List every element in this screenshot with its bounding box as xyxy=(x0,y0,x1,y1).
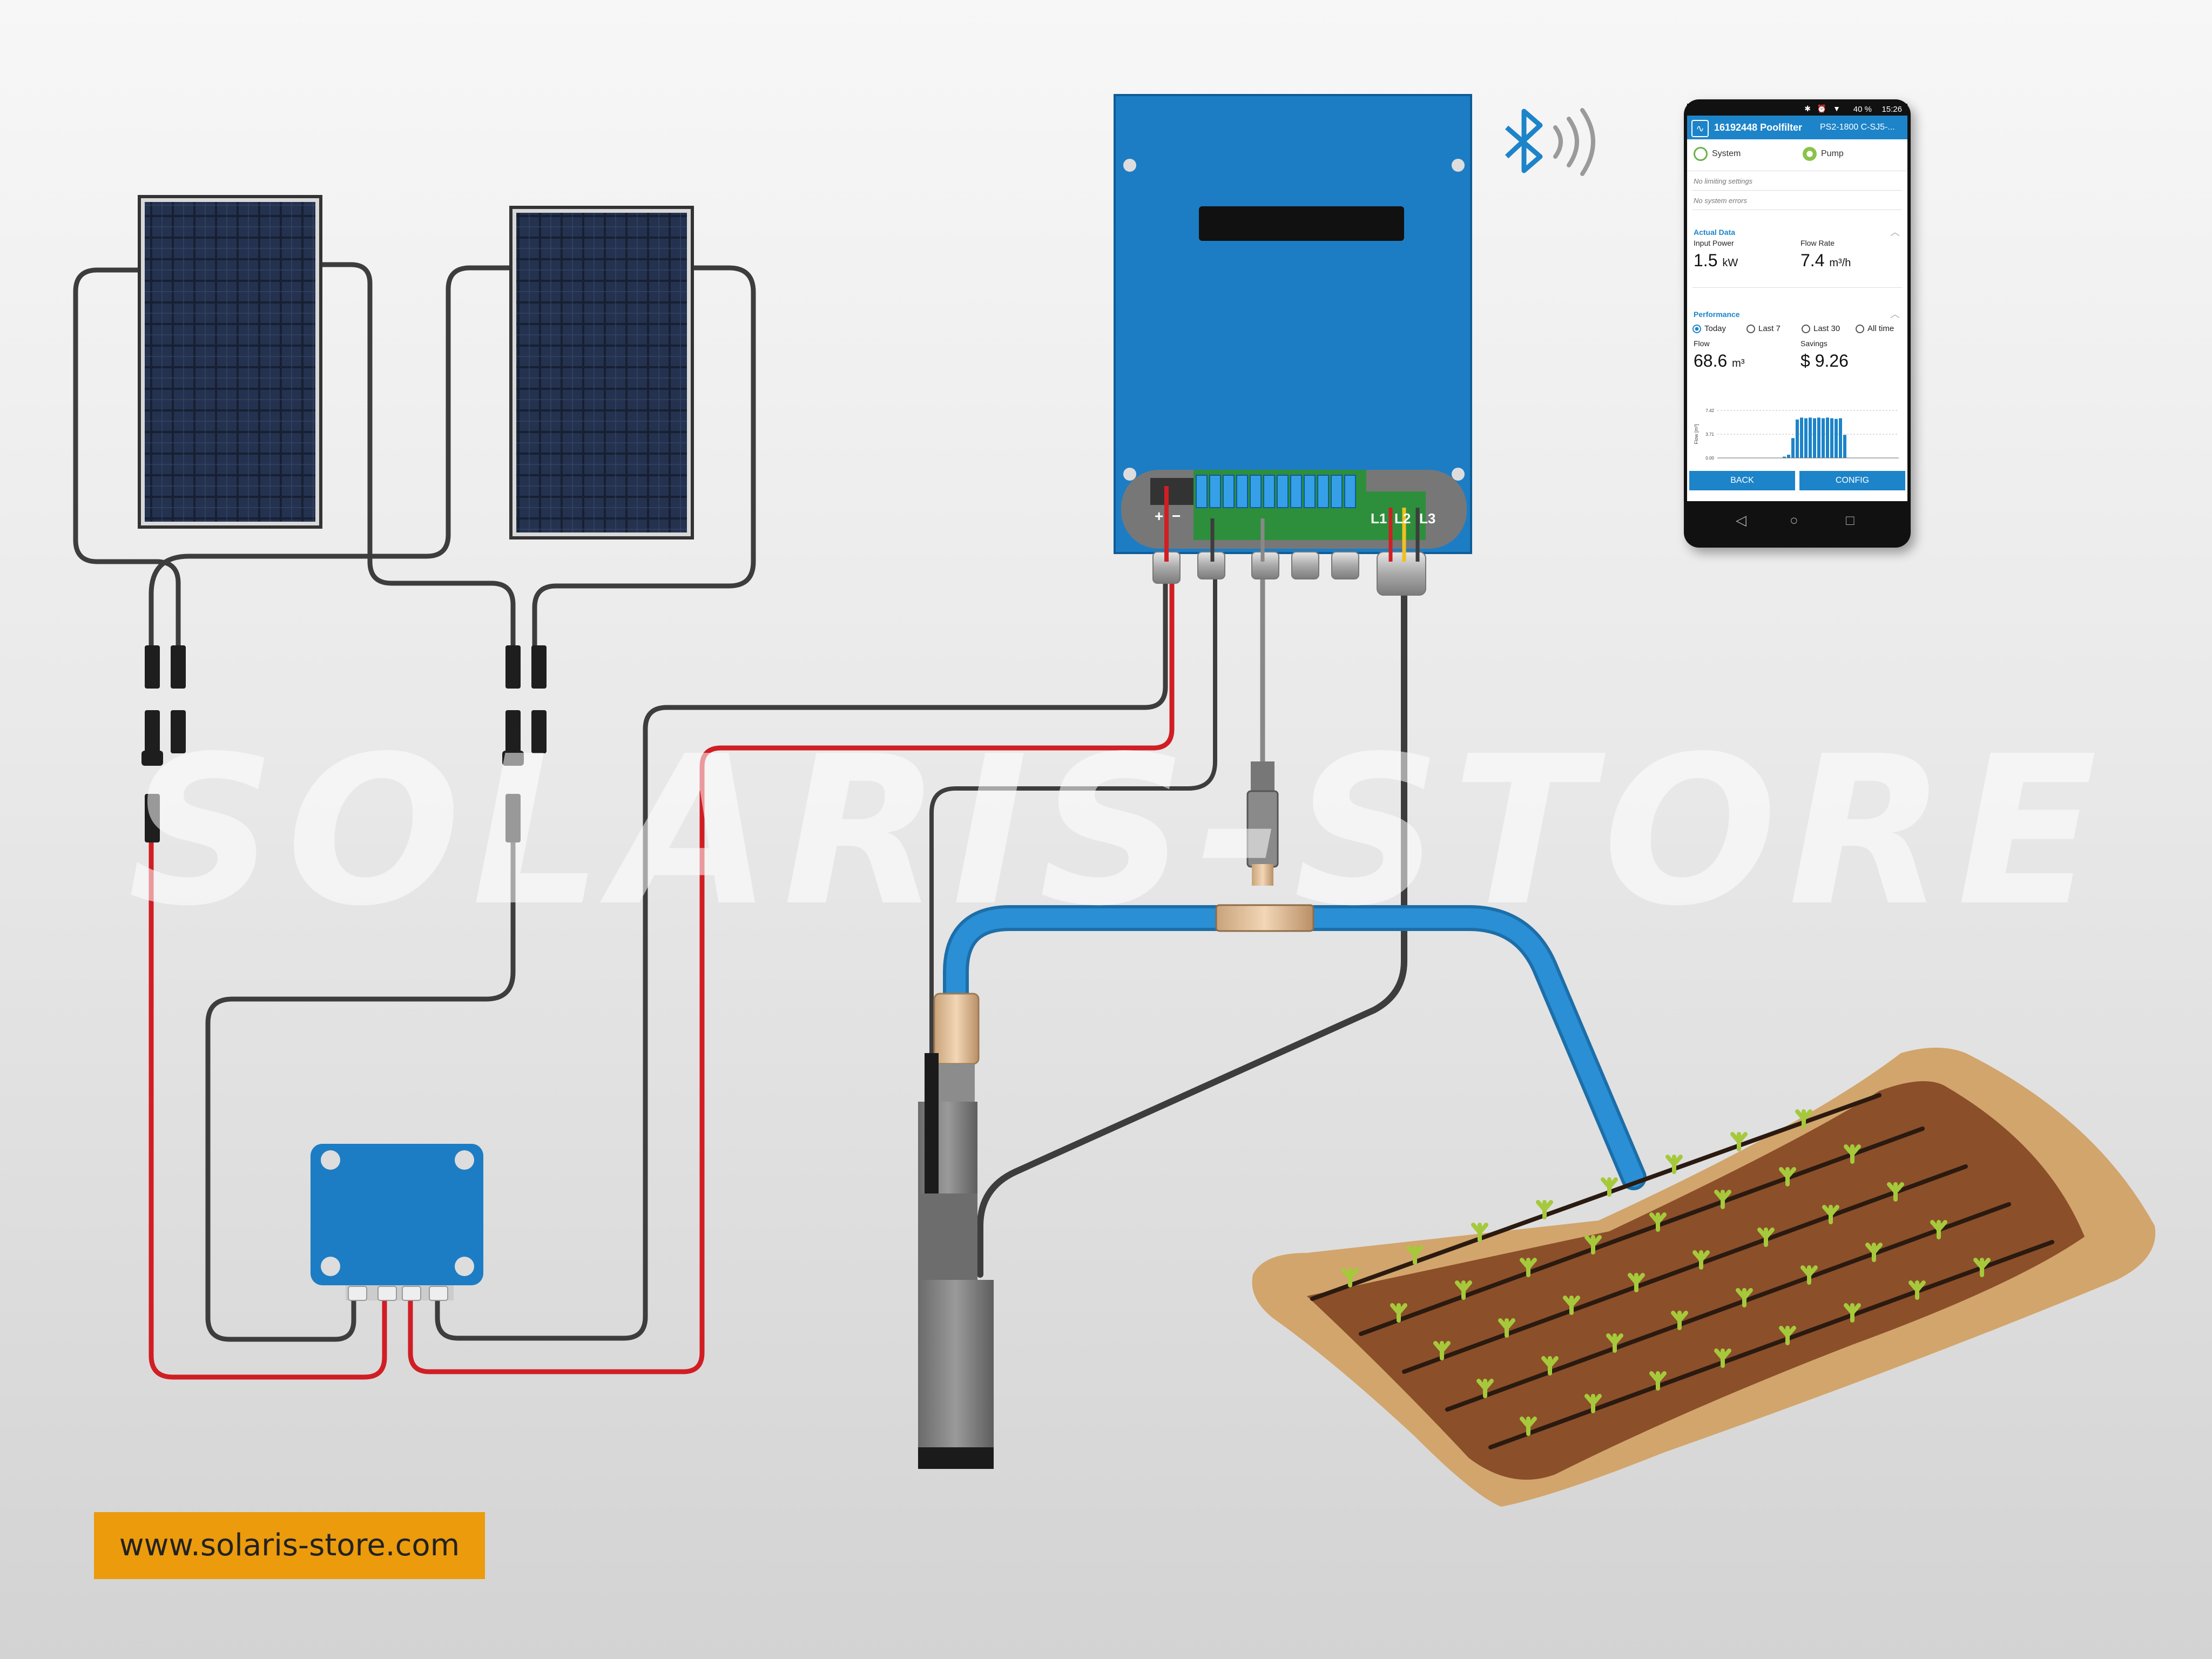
flow-rate-value: 7.4 m³/h xyxy=(1800,251,1851,270)
y-tick-label: 7.42 xyxy=(1705,408,1714,413)
solar-panel-2 xyxy=(509,206,694,539)
bar xyxy=(1787,455,1790,458)
config-button[interactable]: CONFIG xyxy=(1799,471,1905,490)
status-time: 15:26 xyxy=(1881,105,1902,114)
collapse-icon[interactable]: ︿ xyxy=(1890,309,1900,320)
flow-bar-chart: Flow [m³] 7.42 3.71 0.00 xyxy=(1694,408,1899,461)
tab-system[interactable]: System xyxy=(1694,147,1741,161)
website-banner[interactable]: www.solaris-store.com xyxy=(94,1512,485,1579)
input-power-label: Input Power xyxy=(1694,239,1734,247)
solar-panel-1 xyxy=(138,195,322,529)
power-icon xyxy=(1694,147,1708,161)
tab-pump-label: Pump xyxy=(1821,149,1844,159)
smartphone: ✱ ⏰ ▼ 40 % 15:26 ∿ 16192448 Poolfilter P… xyxy=(1684,99,1911,548)
app-header: ∿ 16192448 Poolfilter PS2-1800 C-SJ5-... xyxy=(1687,116,1907,139)
battery-level: 40 % xyxy=(1853,105,1872,114)
flow-label: Flow xyxy=(1694,339,1710,348)
bar xyxy=(1783,456,1786,458)
bar xyxy=(1796,419,1799,458)
back-nav-icon[interactable]: ◁ xyxy=(1736,512,1746,528)
back-button[interactable]: BACK xyxy=(1689,471,1795,490)
bar xyxy=(1826,417,1829,458)
savings-label: Savings xyxy=(1800,339,1827,348)
panel-2-right-cable xyxy=(532,265,756,656)
app-screen: ✱ ⏰ ▼ 40 % 15:26 ∿ 16192448 Poolfilter P… xyxy=(1687,104,1907,501)
recents-nav-icon[interactable]: □ xyxy=(1846,512,1854,528)
terminal-l3-label: L3 xyxy=(1419,510,1436,527)
pump-motor-cable xyxy=(977,580,1407,1278)
collapse-icon[interactable]: ︿ xyxy=(1890,227,1900,238)
y-tick-label: 0.00 xyxy=(1705,456,1714,461)
divider xyxy=(1692,287,1902,288)
submersible-pump xyxy=(918,993,994,1469)
terminal-l1-label: L1 xyxy=(1371,510,1387,527)
flow-value: 68.6 m³ xyxy=(1694,351,1745,370)
tab-system-label: System xyxy=(1712,149,1741,159)
bar xyxy=(1809,417,1812,458)
period-last-7[interactable]: Last 7 xyxy=(1746,324,1781,334)
performance-title: Performance xyxy=(1694,310,1740,319)
pump-controller xyxy=(1114,94,1472,596)
bar xyxy=(1822,418,1825,458)
cable-glands xyxy=(1152,551,1426,596)
pv-negative-cable xyxy=(205,840,516,1342)
polarity-minus-label: − xyxy=(1172,508,1181,524)
sensor-cable xyxy=(929,559,1217,1061)
signal-waves-icon xyxy=(1553,108,1595,176)
device-model: PS2-1800 C-SJ5-... xyxy=(1820,123,1895,132)
dc-positive-to-controller xyxy=(408,559,1175,1374)
dc-negative-to-controller xyxy=(435,559,1168,1341)
pv-positive-cable xyxy=(149,840,387,1380)
pipe-tee-fitting xyxy=(1215,904,1314,932)
bar xyxy=(1839,418,1842,458)
watermark: SOLARIS-STORE xyxy=(127,718,2108,945)
app-tabs: System Pump xyxy=(1687,139,1907,171)
y-tick-label: 3.71 xyxy=(1705,432,1714,437)
input-power-value: 1.5 kW xyxy=(1694,251,1738,270)
terminal-l2-label: L2 xyxy=(1394,510,1411,527)
irrigated-field xyxy=(1252,1048,2156,1507)
flow-sensor xyxy=(1246,761,1279,886)
combiner-box xyxy=(311,1144,483,1301)
mc4-connectors xyxy=(141,645,547,842)
status-icons: ✱ ⏰ ▼ xyxy=(1804,104,1843,113)
tab-pump[interactable]: Pump xyxy=(1803,147,1844,161)
actual-data-title: Actual Data xyxy=(1694,228,1736,237)
bar xyxy=(1800,417,1803,458)
bar xyxy=(1791,438,1795,458)
period-all-time[interactable]: All time xyxy=(1856,324,1894,334)
home-nav-icon[interactable]: ○ xyxy=(1790,512,1798,528)
bar xyxy=(1813,418,1816,458)
controller-display xyxy=(1199,206,1404,241)
bar xyxy=(1804,418,1808,458)
y-axis-label: Flow [m³] xyxy=(1694,424,1699,444)
panel-1-left-cable xyxy=(73,267,181,656)
period-today[interactable]: Today xyxy=(1692,324,1726,334)
bar xyxy=(1835,419,1838,458)
error-status: No system errors xyxy=(1694,197,1747,205)
limiting-status: No limiting settings xyxy=(1694,177,1753,185)
pump-icon xyxy=(1803,147,1817,161)
panel-1-right-cable xyxy=(318,262,516,656)
device-name: 16192448 Poolfilter xyxy=(1714,122,1803,133)
panel-2-left-cable xyxy=(149,265,514,656)
flow-rate-label: Flow Rate xyxy=(1800,239,1835,247)
app-logo-icon: ∿ xyxy=(1691,120,1709,137)
bar xyxy=(1830,418,1833,458)
polarity-plus-label: + xyxy=(1155,508,1164,524)
savings-value: $ 9.26 xyxy=(1800,351,1849,370)
period-last-30[interactable]: Last 30 xyxy=(1802,324,1840,334)
status-bar: ✱ ⏰ ▼ 40 % 15:26 xyxy=(1687,104,1907,116)
bar xyxy=(1817,417,1820,458)
divider xyxy=(1692,190,1902,191)
android-nav-bar: ◁ ○ □ xyxy=(1684,504,1911,542)
bluetooth-icon xyxy=(1505,109,1543,173)
terminal-block xyxy=(1196,475,1356,508)
bar xyxy=(1843,435,1846,458)
